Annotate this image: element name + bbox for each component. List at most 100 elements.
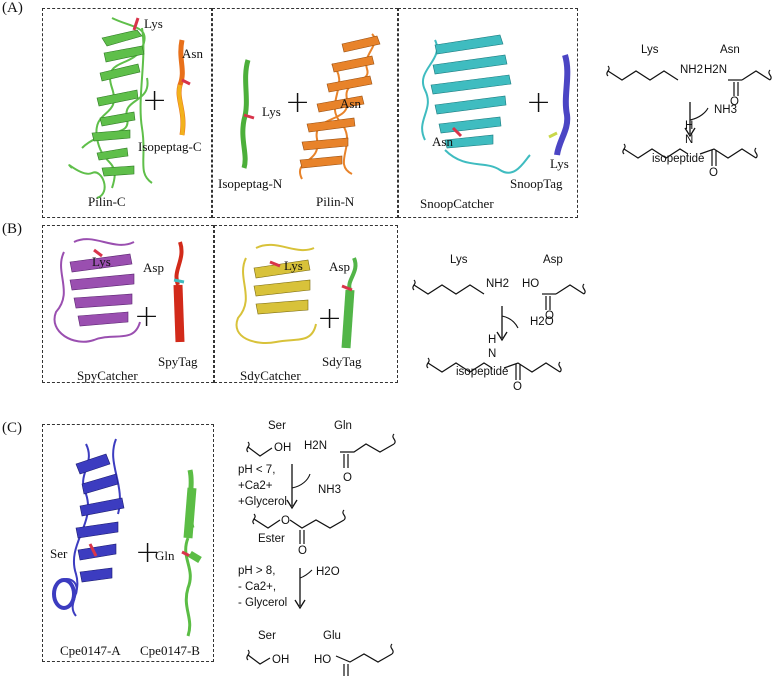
panel-c-plus: +: [135, 535, 161, 570]
scheme-a-h: H: [685, 120, 694, 132]
panel-a-box-pilin-c: [42, 8, 212, 218]
scheme-b-n: N: [488, 348, 497, 360]
pilin-n-site-label: Asn: [340, 96, 361, 111]
isopeptag-c-label: Isopeptag-C: [138, 139, 202, 154]
scheme-b-isopeptide: isopeptide: [456, 366, 509, 378]
spycatcher-label: SpyCatcher: [77, 368, 138, 383]
scheme-c-nh3: NH3: [318, 484, 342, 496]
isopeptag-n-site-label: Lys: [262, 104, 281, 119]
scheme-c-gln: Gln: [334, 420, 352, 432]
scheme-a-n: N: [685, 134, 694, 146]
snoopcatcher-structure: [421, 34, 531, 174]
scheme-a-product: [622, 143, 758, 166]
scheme-c-o: O: [343, 472, 352, 484]
cpe0147-a-label: Cpe0147-A: [60, 643, 121, 658]
scheme-b-o: O: [545, 310, 554, 322]
scheme-c-h2o: H2O: [316, 566, 340, 578]
scheme-b-lys: Lys: [450, 254, 468, 266]
scheme-b-product: [426, 357, 562, 380]
pilin-n-structure: [299, 33, 381, 180]
scheme-a-nh3: NH3: [714, 104, 738, 116]
scheme-c-arrow-2: [294, 568, 313, 610]
cpe0147-b-site-label: Gln: [155, 548, 175, 563]
scheme-b-h: H: [488, 334, 497, 346]
snoopcatcher-label: SnoopCatcher: [420, 196, 494, 211]
scheme-c-ester-carbonyl-o: O: [298, 545, 307, 557]
scheme-c-cond2-line3: - Glycerol: [238, 597, 288, 609]
scheme-b-h2o: H2O: [530, 316, 554, 328]
panel-a-plus-2: +: [285, 85, 311, 120]
scheme-c-cond2-line1: pH > 8,: [238, 565, 276, 577]
panel-b-box-sdy: [214, 225, 398, 383]
scheme-c-reactants: [246, 433, 396, 468]
scheme-a-isopeptide: isopeptide: [652, 153, 705, 165]
spycatcher-site-label: Lys: [92, 254, 111, 269]
scheme-c-ester-o: O: [281, 515, 290, 527]
panel-a-plus-1: +: [142, 83, 168, 118]
cpe0147-b-label: Cpe0147-B: [140, 643, 200, 658]
scheme-c-oh: OH: [274, 442, 292, 454]
scheme-a-o: O: [730, 96, 739, 108]
scheme-c-cond1-line1: pH < 7,: [238, 464, 276, 476]
scheme-b-asp: Asp: [543, 254, 563, 266]
sdytag-site-label: Asp: [329, 259, 350, 274]
scheme-c-arrow-1: [286, 464, 311, 510]
scheme-a-reactants: [606, 65, 772, 96]
panel-a-plus-3: +: [526, 85, 552, 120]
scheme-a-product-o: O: [709, 167, 718, 179]
scheme-c-product-ho: HO: [314, 654, 332, 666]
scheme-c-ester: [252, 509, 346, 544]
spytag-structure: [173, 241, 185, 343]
spytag-site-label: Asp: [143, 260, 164, 275]
scheme-b-nh2: NH2: [486, 278, 510, 290]
scheme-c-cond2-line2: - Ca2+,: [238, 581, 277, 593]
scheme-a-arrow: [684, 102, 709, 138]
scheme-c-products: [246, 643, 394, 676]
panel-c-box: [42, 424, 214, 662]
panel-a-box-pilin-n: [212, 8, 398, 218]
scheme-c-product-glu: Glu: [323, 630, 341, 642]
panel-b-box-spy: [42, 225, 214, 383]
isopeptag-c-structure: [176, 39, 191, 136]
scheme-c-product-ser: Ser: [258, 630, 276, 642]
cpe0147-b-structure: [181, 469, 202, 637]
isopeptag-n-structure: [240, 59, 255, 169]
spycatcher-structure: [53, 238, 141, 343]
scheme-a-nh2: NH2: [680, 64, 704, 76]
sdytag-label: SdyTag: [322, 354, 362, 369]
scheme-a-asn: Asn: [720, 44, 740, 56]
scheme-c-ester-label: Ester: [258, 533, 285, 545]
panel-a-box-snoop: [398, 8, 578, 218]
sdycatcher-label: SdyCatcher: [240, 368, 301, 383]
pilin-c-label: Pilin-C: [88, 194, 126, 209]
pilin-c-site-label: Lys: [144, 16, 163, 31]
sdycatcher-site-label: Lys: [284, 258, 303, 273]
snooptag-label: SnoopTag: [510, 176, 563, 191]
panel-a-letter: (A): [2, 0, 23, 16]
cpe0147-a-structure: [52, 438, 125, 617]
scheme-c-product-oh: OH: [272, 654, 290, 666]
scheme-c-cond1-line2: +Ca2+: [238, 480, 273, 492]
scheme-c-cond1-line3: +Glycerol: [238, 496, 287, 508]
panel-c-letter: (C): [2, 420, 22, 436]
snoopcatcher-site-label: Asn: [432, 134, 453, 149]
pilin-c-structure: [68, 17, 153, 199]
scheme-b-arrow: [496, 306, 519, 342]
isopeptag-c-site-label: Asn: [182, 46, 203, 61]
pilin-n-label: Pilin-N: [316, 194, 355, 209]
sdytag-structure: [341, 257, 358, 349]
cpe0147-a-site-label: Ser: [50, 546, 68, 561]
scheme-b-ho: HO: [522, 278, 540, 290]
panel-b-plus-1: +: [134, 299, 160, 334]
scheme-c-ser: Ser: [268, 420, 286, 432]
scheme-a-lys: Lys: [641, 44, 659, 56]
snooptag-site-label: Lys: [550, 156, 569, 171]
scheme-b-product-o: O: [513, 381, 522, 393]
isopeptag-n-label: Isopeptag-N: [218, 176, 283, 191]
scheme-b-reactants: [412, 279, 586, 310]
panel-b-letter: (B): [2, 221, 22, 237]
panel-b-plus-2: +: [317, 301, 343, 336]
snooptag-structure: [548, 54, 571, 156]
spytag-label: SpyTag: [158, 354, 198, 369]
scheme-a-h2n: H2N: [704, 64, 728, 76]
